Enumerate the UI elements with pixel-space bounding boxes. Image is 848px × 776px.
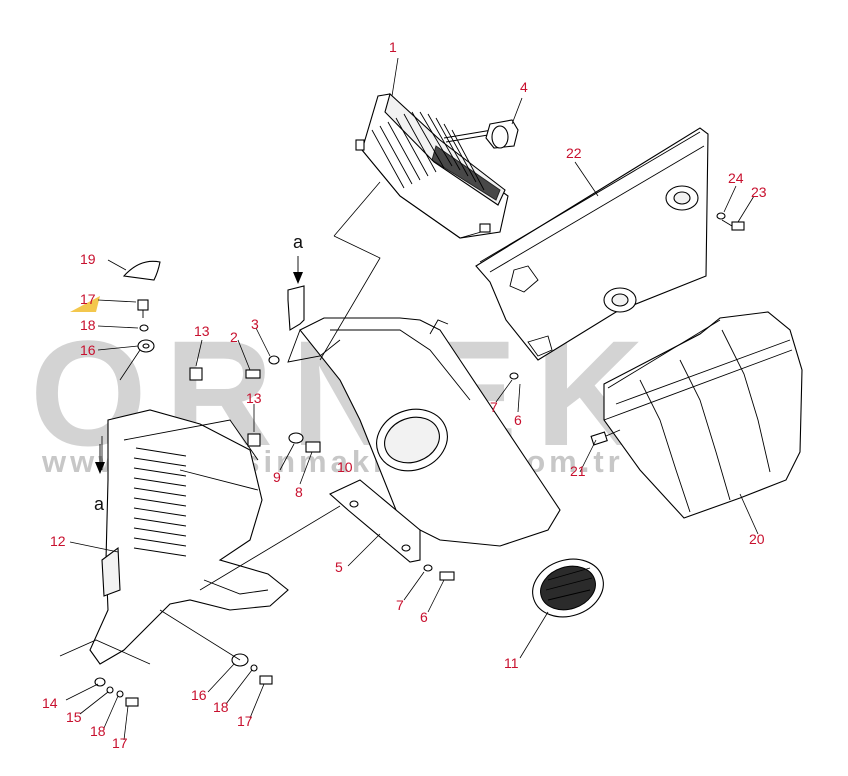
callout-19: 19 xyxy=(80,251,96,267)
rear-cowl-part xyxy=(603,311,803,519)
callout-17-top: 17 xyxy=(80,291,96,307)
screw-23 xyxy=(721,219,745,231)
callout-16-top: 16 xyxy=(80,342,96,358)
fairing-bracket-part xyxy=(287,317,561,547)
callout-15: 15 xyxy=(66,709,82,725)
fasteners xyxy=(94,299,519,707)
callout-3: 3 xyxy=(251,316,259,332)
leader-lines xyxy=(59,57,759,741)
callout-6-upper: 6 xyxy=(514,412,522,428)
callout-9: 9 xyxy=(273,469,281,485)
callout-1: 1 xyxy=(389,39,397,55)
view-arrow-lower: a xyxy=(94,444,105,514)
left-fairing-part xyxy=(89,409,289,665)
callout-17-bottom-left: 17 xyxy=(112,735,128,751)
callout-13-top: 13 xyxy=(194,323,210,339)
callout-16-bottom: 16 xyxy=(191,687,207,703)
callout-18-top: 18 xyxy=(80,317,96,333)
callout-4: 4 xyxy=(520,79,528,95)
callout-23: 23 xyxy=(751,184,767,200)
callout-10: 10 xyxy=(337,459,353,475)
watermark-accent-mark xyxy=(70,296,100,312)
bulb-socket-part xyxy=(443,119,519,149)
callout-21: 21 xyxy=(570,463,586,479)
view-arrow-upper: a xyxy=(293,232,304,284)
callouts: 1 4 22 24 23 19 17 18 16 13 2 3 13 9 8 1… xyxy=(42,39,767,751)
lower-bracket-part xyxy=(329,479,421,563)
callout-20: 20 xyxy=(749,531,765,547)
callout-18-bottom-left: 18 xyxy=(90,723,106,739)
washer-24 xyxy=(716,212,726,220)
callout-2: 2 xyxy=(230,329,238,345)
callout-7-upper: 7 xyxy=(490,399,498,415)
callout-14: 14 xyxy=(42,695,58,711)
callout-24: 24 xyxy=(728,170,744,186)
callout-22: 22 xyxy=(566,145,582,161)
callout-13-mid: 13 xyxy=(246,390,262,406)
callout-11: 11 xyxy=(504,655,519,671)
mounting-tab xyxy=(287,285,305,331)
view-arrow-label-upper: a xyxy=(293,232,304,252)
callout-12: 12 xyxy=(50,533,66,549)
view-arrow-label-lower: a xyxy=(94,494,105,514)
callout-17-bottom: 17 xyxy=(237,713,253,729)
callout-7-lower: 7 xyxy=(396,597,404,613)
callout-8: 8 xyxy=(295,484,303,500)
vent-slats xyxy=(133,447,187,557)
side-panel-part xyxy=(475,127,709,361)
headlight-part xyxy=(355,92,509,239)
callout-18-bottom: 18 xyxy=(213,699,229,715)
cap-19 xyxy=(122,260,161,281)
callout-5: 5 xyxy=(335,559,343,575)
callout-6-lower: 6 xyxy=(420,609,428,625)
round-grille-part xyxy=(532,558,604,618)
